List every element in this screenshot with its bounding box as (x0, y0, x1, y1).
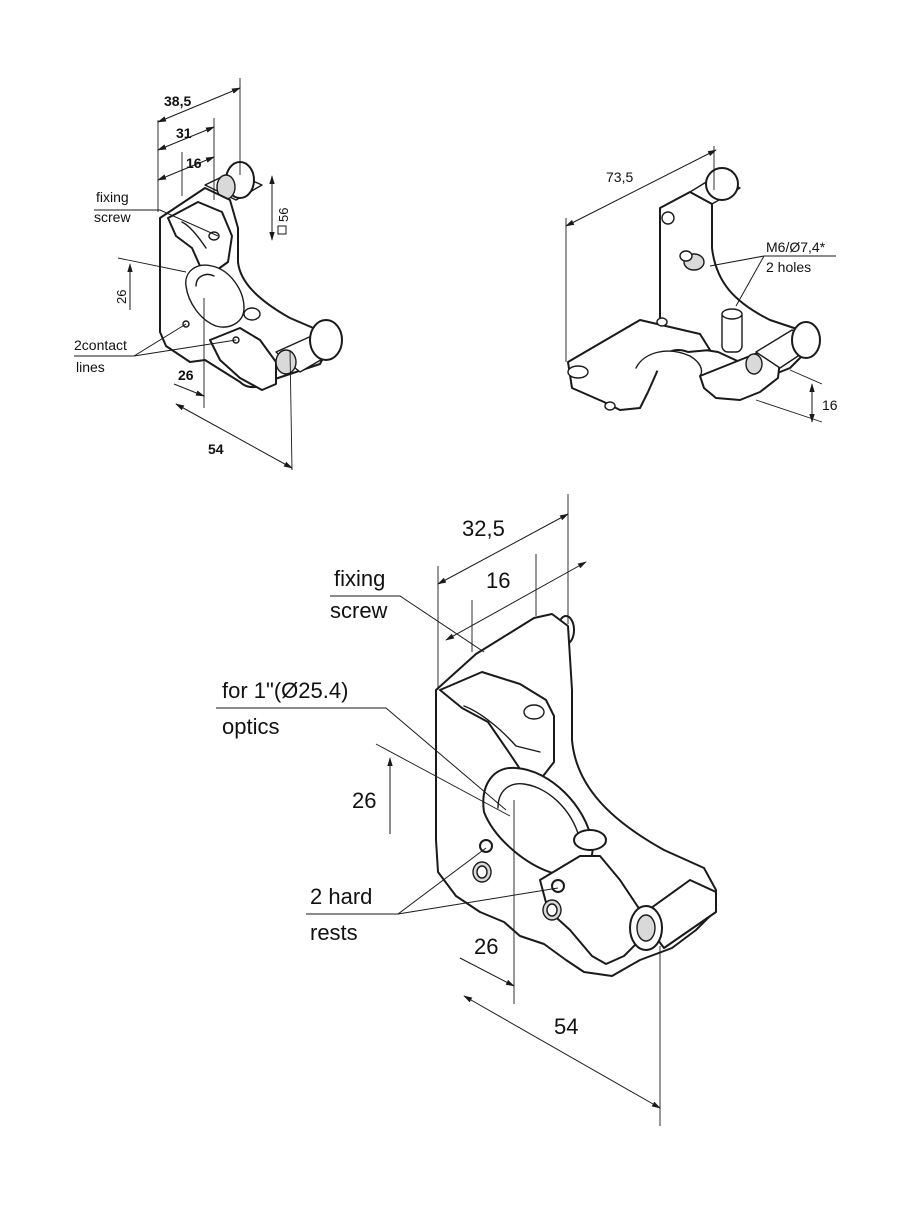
label-contact-2: lines (76, 359, 105, 375)
label-hard-rests: 2 hard (310, 884, 372, 909)
bottom-clamp (209, 327, 277, 391)
hard-rest-1 (479, 839, 493, 853)
label-contact-1: 2contact (74, 337, 127, 353)
label-screw-large: screw (330, 598, 388, 623)
dim-depth-small: 26 (178, 367, 194, 383)
dim-width-inner: 16 (186, 155, 202, 171)
front-rod-right (745, 321, 821, 375)
label-rests: rests (310, 920, 358, 945)
fixing-screw-head-large (523, 704, 545, 720)
dim-square: 56 (276, 208, 291, 222)
dim-depth-small-large: 26 (474, 934, 498, 959)
dim-length-large: 54 (554, 1014, 578, 1039)
front-rod (275, 319, 343, 375)
dim-length-right: 73,5 (606, 169, 633, 185)
mount-view-top-right: 73,5 M6/Ø7,4* 2 holes 16 (565, 146, 838, 423)
label-fixing: fixing (96, 189, 129, 205)
label-fixing-large: fixing (334, 566, 385, 591)
dim-width-outer: 38,5 (164, 93, 191, 109)
label-thread: M6/Ø7,4* (766, 239, 826, 255)
dim-width-outer-large: 32,5 (462, 516, 505, 541)
label-holes: 2 holes (766, 259, 811, 275)
mount-view-bottom: 32,5 16 fixing screw for 1"(Ø25.4) optic… (216, 494, 717, 1126)
dim-height-right: 16 (822, 397, 838, 413)
dim-height-large: 26 (352, 788, 376, 813)
dim-height: 26 (114, 290, 129, 304)
dim-length: 54 (208, 441, 224, 457)
dim-width-inner-large: 16 (486, 568, 510, 593)
hard-rest-2 (551, 879, 565, 893)
bottom-clamp-large (539, 855, 641, 965)
label-optics-size: for 1"(Ø25.4) (222, 678, 348, 703)
mount-view-top-left: 38,5 31 16 56 26 26 54 fixing screw 2con… (74, 78, 343, 471)
square-symbol (277, 225, 287, 235)
label-optics: optics (222, 714, 279, 739)
top-clamp (167, 201, 233, 273)
dim-width-mid: 31 (176, 125, 192, 141)
fixing-screw-head (208, 231, 220, 241)
label-screw: screw (94, 209, 131, 225)
front-rod-large (629, 879, 717, 951)
back-rod (204, 161, 263, 201)
